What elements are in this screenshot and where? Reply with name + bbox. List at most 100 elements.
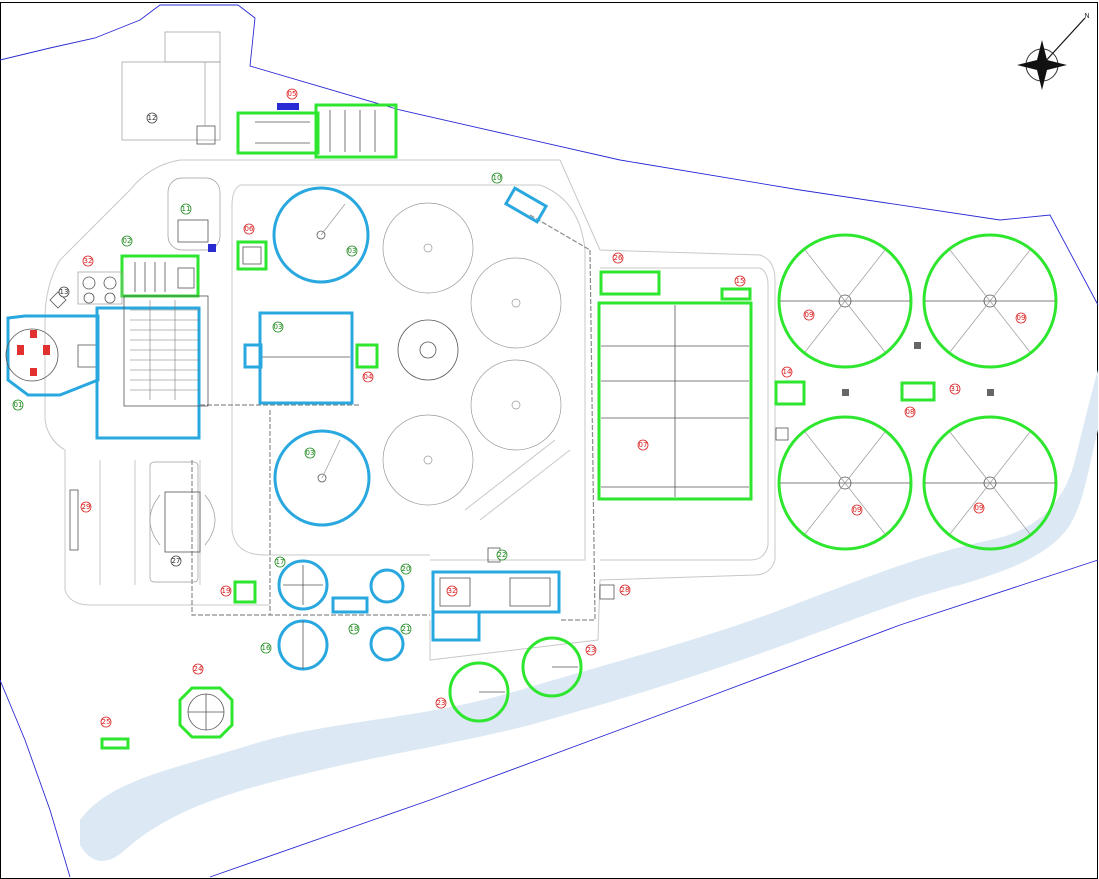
svg-text:26: 26	[614, 254, 623, 262]
svg-text:27: 27	[172, 557, 181, 565]
tag-04: 04	[362, 371, 374, 383]
tag-19: 19	[220, 585, 232, 597]
tag-03-south: 03	[304, 447, 316, 459]
svg-text:07: 07	[639, 441, 648, 449]
svg-text:25: 25	[102, 718, 111, 726]
structure-23-tank-west	[448, 661, 510, 723]
tag-29: 29	[80, 501, 92, 513]
tag-01: 01	[12, 399, 24, 411]
east-road	[600, 267, 769, 561]
structure-27-sludge-area	[149, 461, 216, 583]
svg-text:21: 21	[402, 625, 411, 633]
svg-text:18: 18	[350, 625, 359, 633]
svg-text:23: 23	[587, 646, 596, 654]
north-arrow-compass-icon: N	[1017, 12, 1090, 90]
structure-09-tank-sw	[777, 415, 913, 551]
structure-01-headworks	[5, 314, 100, 397]
ring-road	[44, 159, 776, 661]
tag-10: 10	[491, 172, 503, 184]
svg-text:09: 09	[805, 311, 814, 319]
structure-25	[100, 737, 130, 750]
structure-14	[774, 380, 806, 406]
site-boundary-south	[0, 679, 71, 878]
svg-text:28: 28	[621, 586, 630, 594]
structure-17-thickener	[277, 559, 329, 611]
structure-11	[167, 177, 221, 252]
svg-text:03: 03	[306, 449, 315, 457]
structure-30	[775, 427, 789, 441]
site-boundary-southeast	[209, 559, 1099, 878]
structure-09-tank-ne	[922, 233, 1058, 369]
tag-06: 06	[243, 223, 255, 235]
structure-16-thickener	[277, 619, 329, 671]
structure-26	[599, 270, 661, 296]
svg-text:03: 03	[348, 247, 357, 255]
tag-20: 20	[400, 563, 412, 575]
structure-09-tank-se	[922, 415, 1058, 551]
tag-15: 15	[734, 275, 746, 287]
tag-09-nw: 09	[803, 309, 815, 321]
structure-22-building	[431, 547, 561, 642]
svg-text:15: 15	[736, 277, 745, 285]
svg-text:32: 32	[84, 257, 93, 265]
tag-23-west: 23	[435, 697, 447, 709]
structure-primary-process-building	[95, 295, 209, 440]
structure-05-blower-building	[236, 103, 398, 159]
svg-text:04: 04	[364, 373, 373, 381]
tag-09-se: 09	[973, 502, 985, 514]
tag-03-basin: 03	[272, 321, 284, 333]
svg-text:17: 17	[276, 558, 285, 566]
structure-18	[331, 596, 369, 614]
structure-31-08	[900, 381, 936, 402]
tag-12: 12	[146, 112, 158, 124]
svg-text:23: 23	[437, 699, 446, 707]
structure-23-tank-east	[521, 636, 583, 698]
svg-text:03: 03	[274, 323, 283, 331]
pipeline-main	[191, 214, 596, 621]
structure-09-tank-nw	[777, 233, 913, 369]
tag-17: 17	[274, 556, 286, 568]
tag-08: 08	[904, 406, 916, 418]
tag-26: 26	[612, 252, 624, 264]
svg-text:08: 08	[906, 408, 915, 416]
tag-03-north: 03	[346, 245, 358, 257]
river	[80, 370, 1098, 861]
tag-14: 14	[781, 366, 793, 378]
structure-28	[599, 584, 615, 600]
svg-text:10: 10	[493, 174, 502, 182]
north-letter: N	[1084, 12, 1089, 20]
structure-12	[121, 31, 221, 145]
svg-text:11: 11	[182, 205, 191, 213]
tag-09-ne: 09	[1015, 312, 1027, 324]
svg-text:05: 05	[288, 90, 297, 98]
svg-text:14: 14	[783, 368, 792, 376]
tag-27: 27	[170, 555, 182, 567]
svg-text:13: 13	[60, 288, 69, 296]
inner-road	[231, 184, 586, 561]
svg-text:09: 09	[975, 504, 984, 512]
tag-22: 22	[496, 549, 508, 561]
tag-28: 28	[619, 584, 631, 596]
structure-21	[369, 626, 405, 662]
structure-06	[236, 240, 268, 271]
tag-05: 05	[286, 88, 298, 100]
tag-18: 18	[348, 623, 360, 635]
structure-07-basin	[597, 301, 753, 501]
tag-32-east: 32	[446, 585, 458, 597]
structure-19	[233, 580, 257, 604]
svg-text:32: 32	[448, 587, 457, 595]
svg-text:12: 12	[148, 114, 157, 122]
structure-13	[49, 291, 67, 309]
structure-04	[355, 343, 379, 369]
svg-text:01: 01	[14, 401, 23, 409]
structure-15	[720, 287, 752, 301]
tag-25: 25	[100, 716, 112, 728]
structure-20	[369, 568, 405, 604]
svg-text:16: 16	[262, 644, 271, 652]
tag-31: 31	[949, 383, 961, 395]
structure-29	[69, 489, 79, 551]
structure-10	[503, 186, 549, 224]
tag-11: 11	[180, 203, 192, 215]
